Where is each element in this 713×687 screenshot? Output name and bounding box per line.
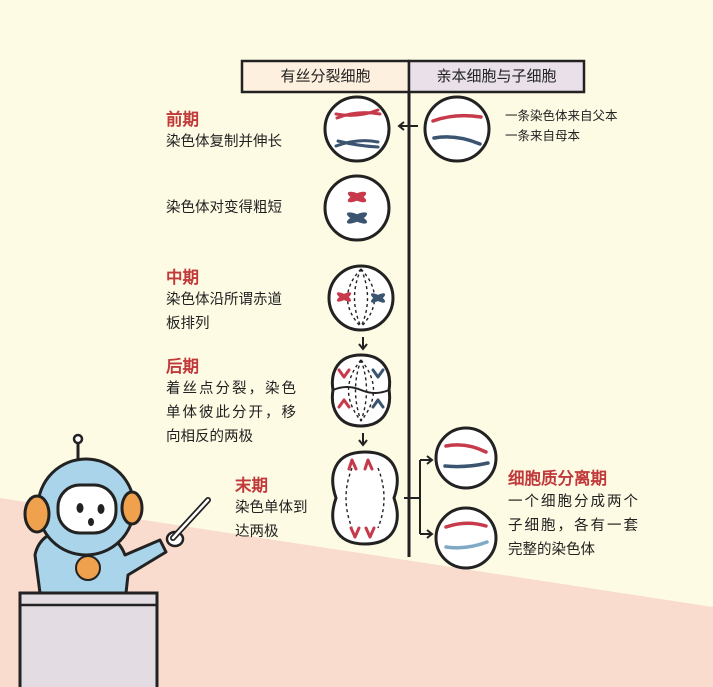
header-right-box [407, 59, 586, 94]
stage-desc-condense-line1: 染色体对变得粗短 [166, 200, 282, 216]
robot-teacher-illustration [23, 433, 185, 595]
metaphase-cell [327, 264, 395, 332]
telophase-cell [331, 450, 399, 546]
arrow-telophase-to-daughters [404, 459, 431, 535]
stage-title-telophase: 末期 [235, 476, 268, 495]
cytokinesis-desc-line3: 完整的染色体 [508, 542, 595, 558]
stage-desc-metaphase-line1: 染色体沿所谓赤道 [166, 292, 282, 308]
stage-title-metaphase: 中期 [166, 268, 199, 287]
daughter-cell-top [434, 426, 498, 490]
pointer-stick-icon [170, 497, 211, 541]
cytokinesis-desc-line2: 子细胞，各有一套 [508, 518, 640, 534]
parent-cell [423, 95, 491, 163]
stage-desc-anaphase-line2: 单体彼此分开，移 [166, 405, 298, 421]
stage-title-prophase: 前期 [166, 110, 199, 129]
podium-illustration [18, 591, 159, 687]
stage-desc-anaphase-line3: 向相反的两极 [166, 429, 253, 445]
stage-title-anaphase: 后期 [166, 357, 199, 376]
stage-desc-telophase-line2: 达两极 [235, 524, 279, 540]
header-parent-daughter-cells: 亲本细胞与子细胞 [436, 67, 557, 85]
condensed-cell [323, 174, 391, 242]
stage-desc-prophase-line1: 染色体复制并伸长 [166, 134, 282, 150]
stage-desc-anaphase-line1: 着丝点分裂，染色 [166, 381, 298, 397]
stage-title-cytokinesis: 细胞质分离期 [508, 469, 607, 488]
anaphase-cell [330, 353, 392, 428]
header-left-box [240, 59, 411, 94]
parent-note-line1: 一条染色体来自父本 [505, 108, 618, 123]
prophase-cell [323, 95, 391, 163]
parent-note-line2: 一条来自母本 [505, 128, 581, 143]
stage-desc-metaphase-line2: 板排列 [166, 316, 210, 332]
cytokinesis-desc-line1: 一个细胞分成两个 [508, 494, 640, 510]
daughter-cell-bottom [434, 506, 498, 570]
header-mitosis-cell: 有丝分裂细胞 [280, 67, 371, 85]
stage-desc-telophase-line1: 染色单体到 [235, 500, 308, 516]
